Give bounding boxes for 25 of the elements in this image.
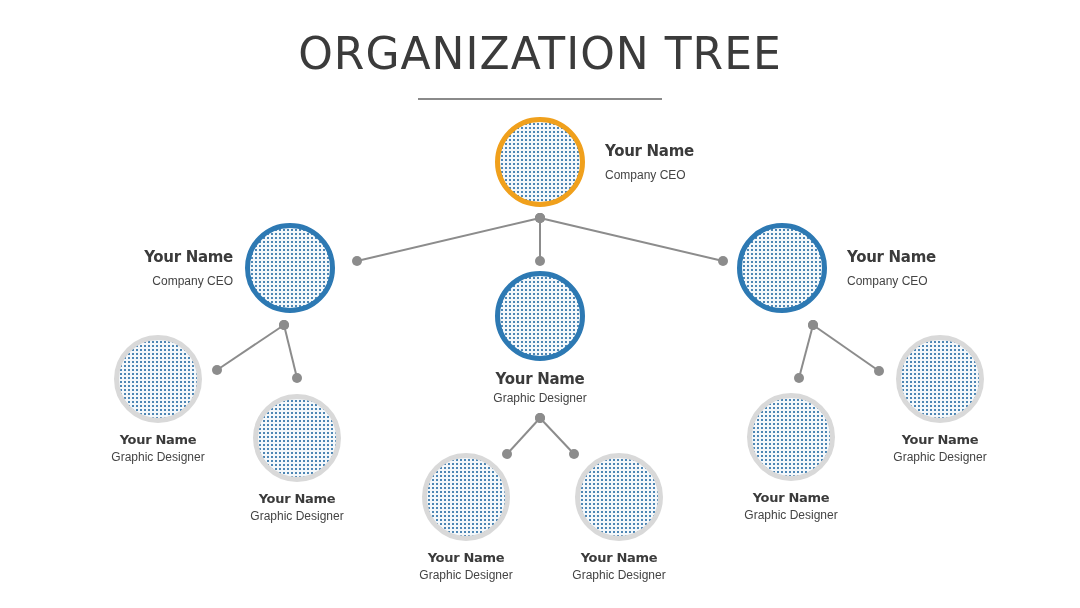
person-name: Your Name [901,432,979,447]
job-title: Graphic Designer [419,568,513,582]
connector-line [279,320,302,383]
job-title: Graphic Designer [111,450,205,464]
job-title: Company CEO [847,274,928,288]
job-title: Graphic Designer [493,391,587,405]
connector-line [808,320,884,376]
person-name: Your Name [119,432,197,447]
person-name: Your Name [427,550,505,565]
person-name: Your Name [580,550,658,565]
person-name: Your Name [752,490,830,505]
person-name: Your Name [495,370,585,388]
job-title: Company CEO [605,168,686,182]
person-name: Your Name [847,248,936,266]
job-title: Graphic Designer [893,450,987,464]
person-name: Your Name [605,142,694,160]
connector-line [535,413,579,459]
job-title: Graphic Designer [250,509,344,523]
person-name: Your Name [258,491,336,506]
job-title: Graphic Designer [572,568,666,582]
job-title: Company CEO [152,274,233,288]
title: ORGANIZATION TREE [297,28,783,81]
job-title: Graphic Designer [744,508,838,522]
person-name: Your Name [144,248,233,266]
connector-line [535,213,728,266]
